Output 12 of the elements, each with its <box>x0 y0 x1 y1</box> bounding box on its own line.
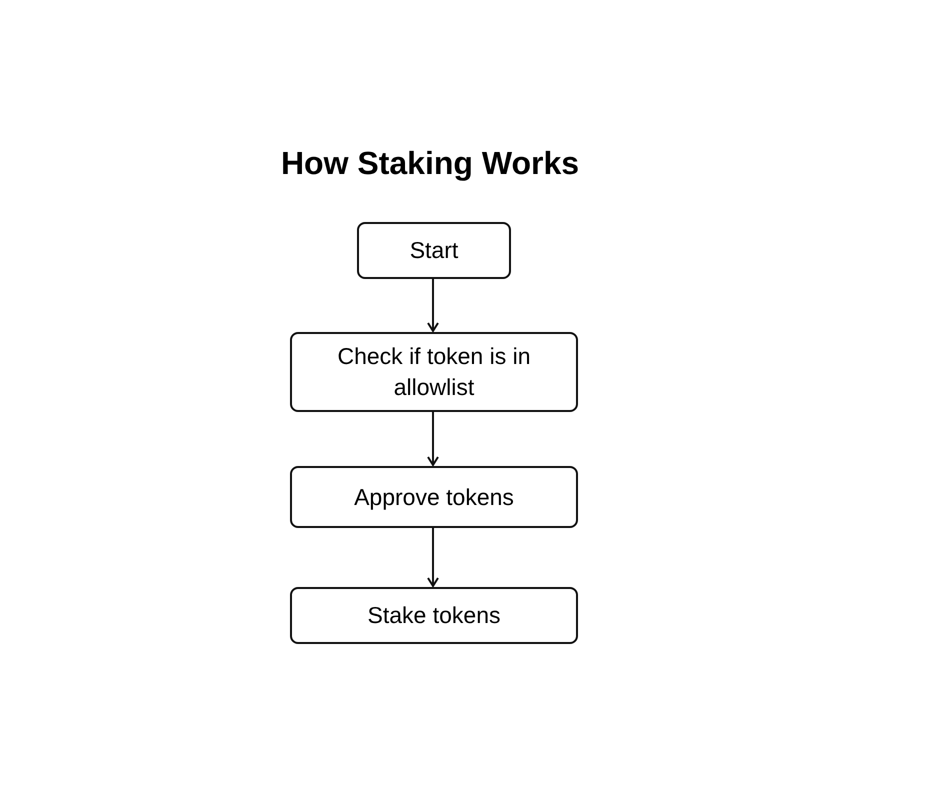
box-label: Approve tokens <box>354 482 514 512</box>
arrow <box>427 528 439 587</box>
process-box <box>357 222 511 279</box>
box-label: Stake tokens <box>368 601 500 630</box>
box-label: Start <box>410 236 458 265</box>
box-label: Check if token is in allowlist <box>336 342 532 402</box>
process-box <box>290 466 578 528</box>
arrow <box>427 412 439 466</box>
arrow <box>427 279 439 332</box>
diagram-title: How Staking Works <box>280 144 580 183</box>
process-box <box>290 587 578 644</box>
process-box <box>290 332 578 412</box>
